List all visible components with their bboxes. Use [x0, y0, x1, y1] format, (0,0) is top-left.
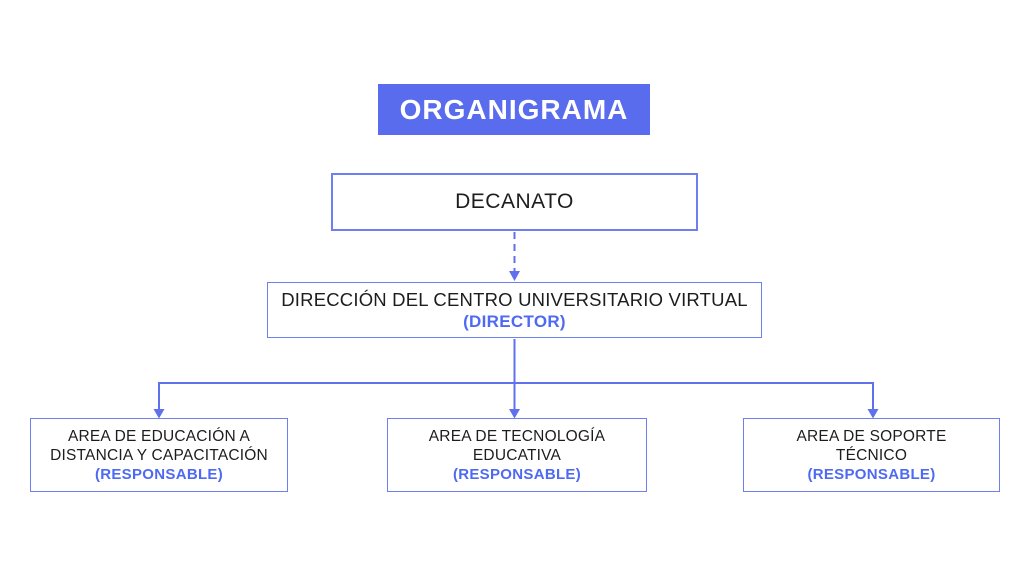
area-box-tecnologia-educativa: AREA DE TECNOLOGÍA EDUCATIVA (RESPONSABL…: [387, 418, 647, 492]
decanato-box: DECANATO: [331, 173, 698, 231]
direccion-role: (DIRECTOR): [463, 311, 566, 331]
area-role: (RESPONSABLE): [807, 465, 936, 483]
direccion-box: DIRECCIÓN DEL CENTRO UNIVERSITARIO VIRTU…: [267, 282, 762, 338]
area-name-line: AREA DE EDUCACIÓN A: [67, 427, 251, 445]
area-box-educacion-distancia: AREA DE EDUCACIÓN A DISTANCIA Y CAPACITA…: [30, 418, 288, 492]
area-name-line: DISTANCIA Y CAPACITACIÓN: [50, 446, 268, 464]
area-role: (RESPONSABLE): [94, 465, 224, 483]
area-box-soporte-tecnico: AREA DE SOPORTE TÉCNICO (RESPONSABLE): [743, 418, 1000, 492]
connector-decanato-direccion: [509, 232, 520, 281]
area-name-line: AREA DE TECNOLOGÍA: [428, 427, 606, 445]
org-title: ORGANIGRAMA: [378, 84, 650, 135]
connector-direccion-areas: [153, 339, 879, 419]
area-name-line: AREA DE SOPORTE: [796, 427, 947, 445]
area-role: (RESPONSABLE): [452, 465, 582, 483]
decanato-label: DECANATO: [455, 190, 574, 213]
area-name-line: EDUCATIVA: [472, 446, 562, 464]
direccion-name: DIRECCIÓN DEL CENTRO UNIVERSITARIO VIRTU…: [281, 288, 748, 310]
area-name-line: TÉCNICO: [835, 446, 908, 464]
arrow-down-icon: [509, 271, 520, 281]
